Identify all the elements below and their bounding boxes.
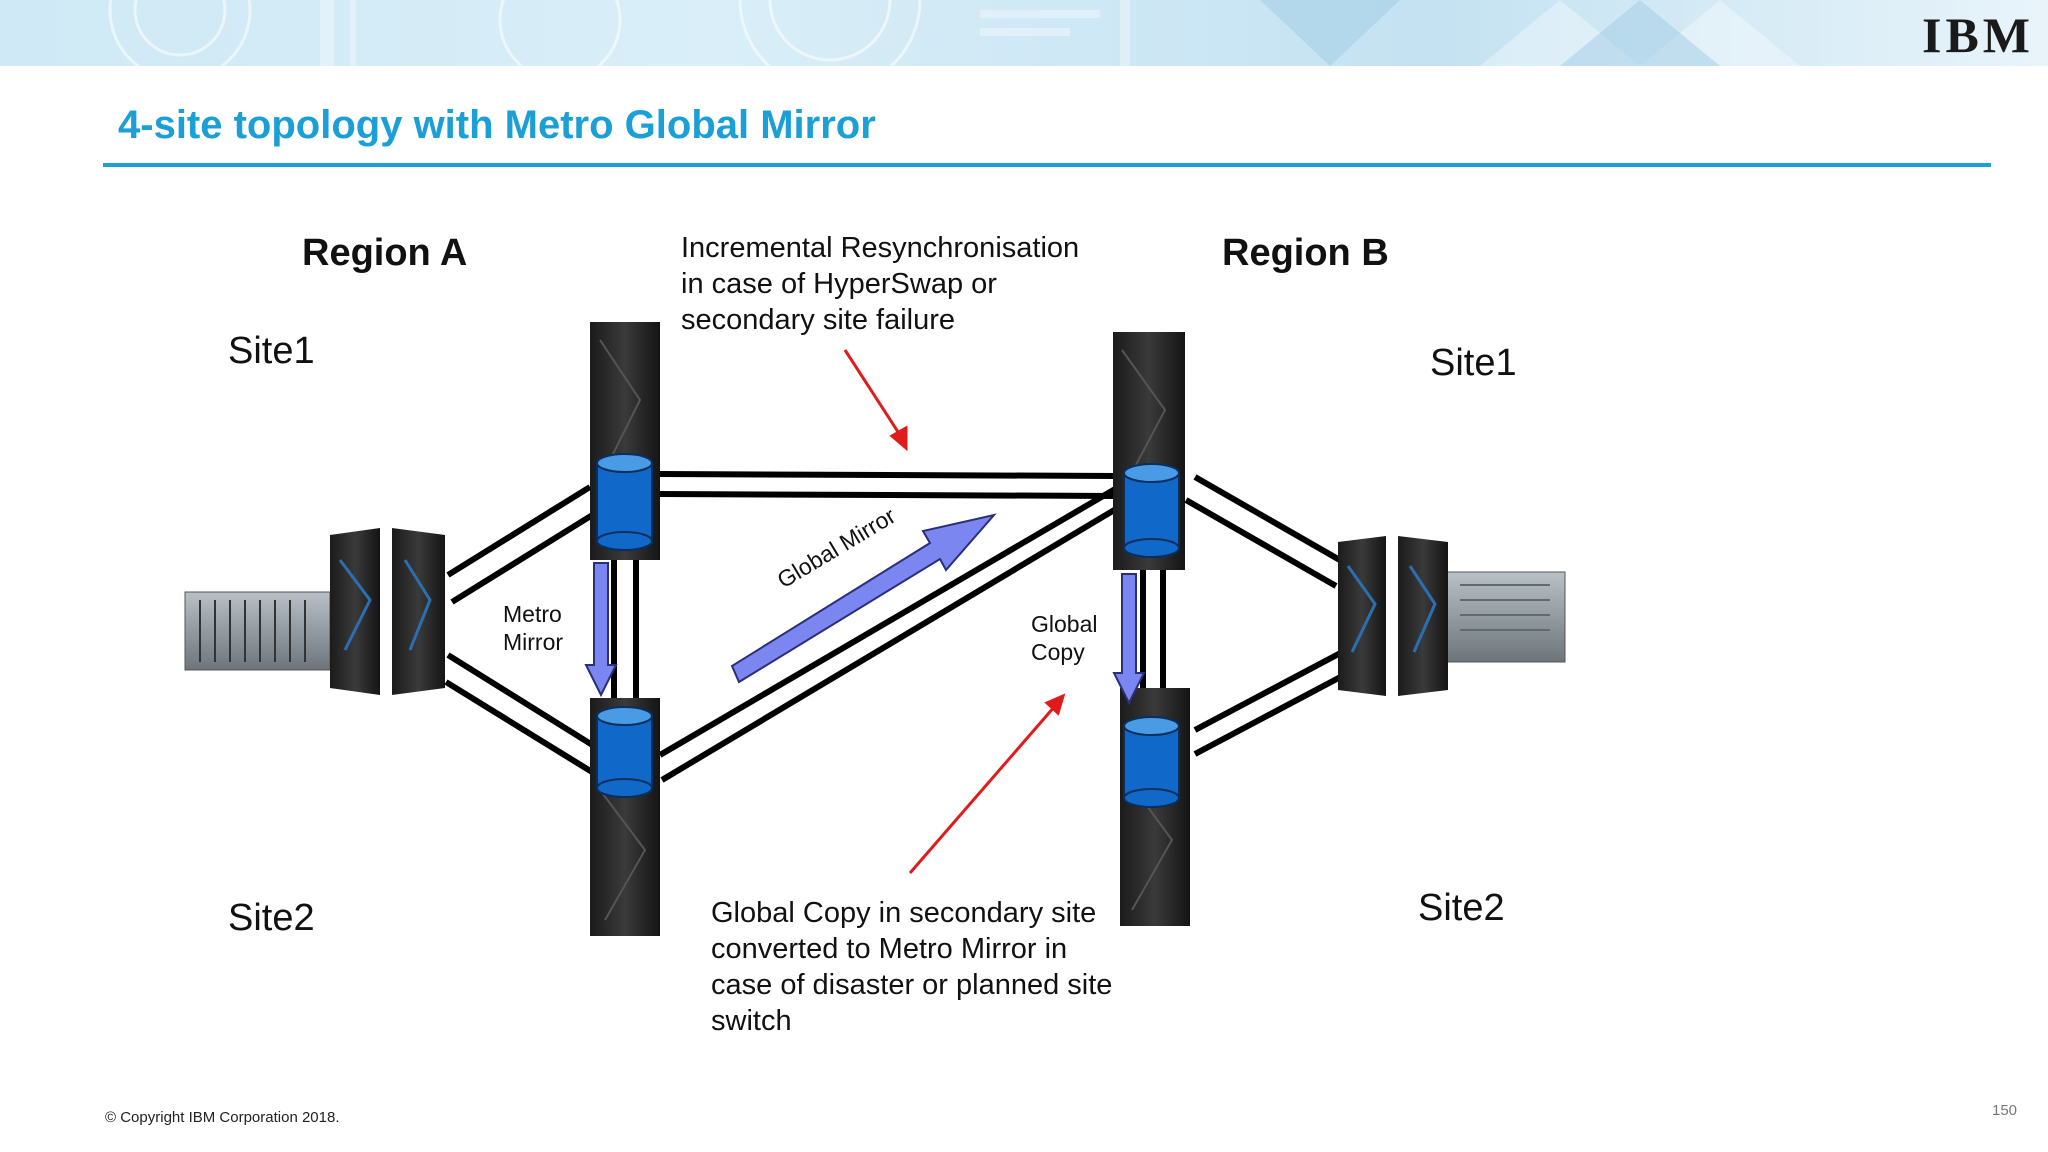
conversion-note-line4: switch	[711, 1005, 792, 1037]
link-gm-b	[660, 500, 1128, 783]
conversion-note-line3: case of disaster or planned site	[711, 969, 1113, 1001]
global-copy-label-line1: Global	[1031, 611, 1098, 637]
link-hostA-site2-a	[446, 652, 596, 749]
link-hostB-site1-a	[1193, 474, 1347, 566]
volume-a-site2	[596, 706, 653, 798]
link-hostB-site1-b	[1184, 497, 1338, 589]
replication-links	[444, 471, 1350, 783]
server-chassis-b	[1444, 571, 1566, 663]
region-a-host	[184, 528, 445, 695]
ibm-logo: IBM	[1922, 7, 2034, 63]
volume-b-site2	[1123, 716, 1180, 808]
link-site1-site1-b	[659, 491, 1117, 499]
volume-a-site1	[596, 453, 653, 551]
copyright-footer: © Copyright IBM Corporation 2018.	[105, 1109, 340, 1126]
region-a-site2-label: Site2	[228, 897, 315, 939]
link-hostA-site2-b	[444, 679, 594, 775]
conversion-note: Global Copy in secondary site converted …	[711, 895, 1112, 1039]
mainframe-a-left	[330, 528, 380, 695]
region-a-site1-label: Site1	[228, 330, 315, 372]
annotation-arrows	[843, 349, 1066, 874]
link-hostB-site2-a	[1193, 646, 1350, 733]
region-b-host	[1338, 536, 1566, 696]
mainframe-b-left	[1338, 536, 1386, 696]
link-hostB-site2-b	[1193, 670, 1350, 757]
banner-art	[0, 0, 2048, 66]
volume-b-site1	[1123, 463, 1180, 558]
global-copy-arrow	[1112, 573, 1146, 706]
metro-mirror-label-line1: Metro	[503, 601, 562, 627]
link-site1-site1-a	[659, 471, 1117, 479]
incremental-note-line3: secondary site failure	[681, 304, 956, 336]
incremental-annotation-arrow	[843, 349, 902, 436]
conversion-note-line1: Global Copy in secondary site	[711, 897, 1097, 929]
mainframe-b-right	[1398, 536, 1448, 696]
link-gm-a	[658, 482, 1124, 758]
global-copy-label-line2: Copy	[1031, 639, 1085, 665]
metro-mirror-label: Metro Mirror	[503, 600, 563, 656]
incremental-note-line1: Incremental Resynchronisation	[681, 232, 1080, 264]
incremental-resync-note: Incremental Resynchronisation in case of…	[681, 230, 1079, 338]
conversion-note-line2: converted to Metro Mirror in	[711, 933, 1068, 965]
region-b-label: Region B	[1222, 232, 1389, 274]
global-copy-label: Global Copy	[1031, 610, 1097, 666]
page-title: 4-site topology with Metro Global Mirror	[118, 103, 876, 147]
metro-mirror-label-line2: Mirror	[503, 629, 564, 655]
incremental-note-line2: in case of HyperSwap or	[681, 268, 997, 300]
page-number: 150	[1992, 1102, 2018, 1119]
volume-cylinders	[596, 453, 1180, 808]
title-underline	[103, 163, 1991, 167]
conversion-annotation-arrow	[908, 705, 1057, 874]
mainframe-a-right	[392, 528, 445, 695]
region-b-site2-label: Site2	[1418, 887, 1505, 929]
server-chassis-a	[184, 591, 331, 671]
metro-mirror-arrow	[584, 562, 618, 698]
link-hostA-site1-a	[446, 484, 592, 578]
header-banner: IBM	[0, 0, 2048, 66]
global-mirror-arrow	[730, 513, 997, 684]
region-a-label: Region A	[302, 232, 468, 274]
link-hostA-site1-b	[450, 511, 596, 605]
region-b-site1-label: Site1	[1430, 342, 1517, 384]
